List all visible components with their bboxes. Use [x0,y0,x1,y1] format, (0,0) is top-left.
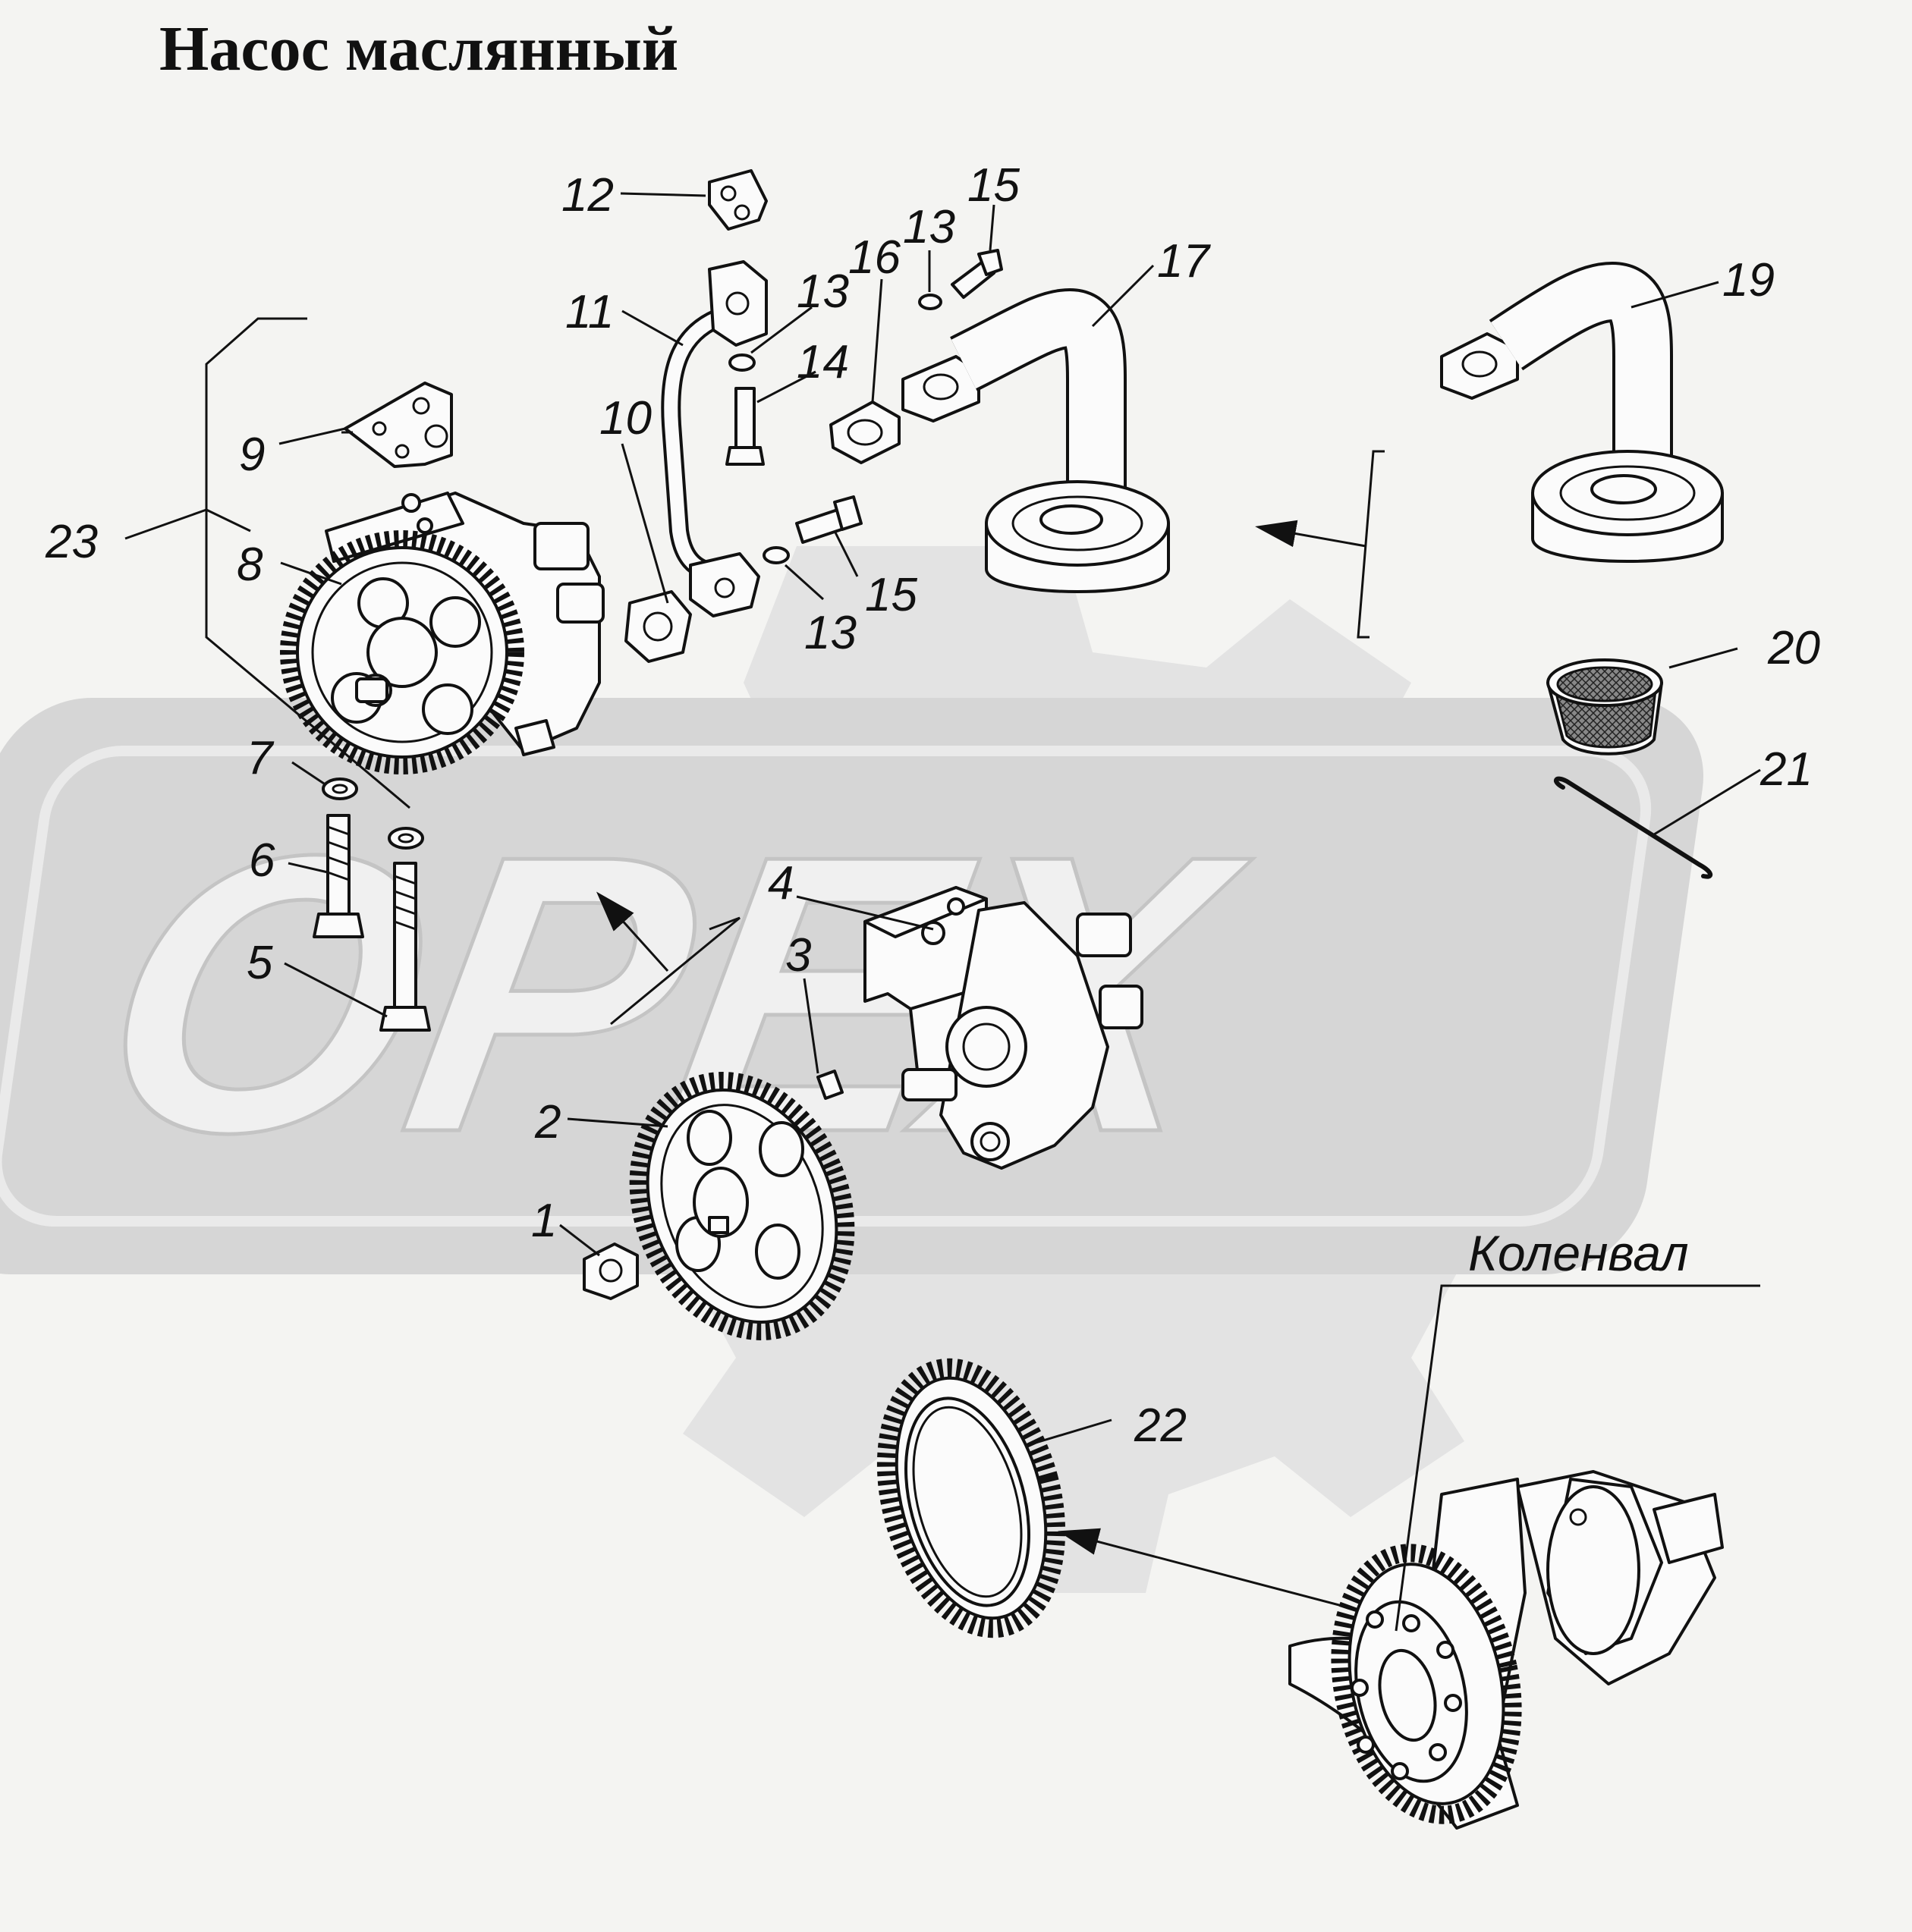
callouts: 1 2 3 4 5 6 7 8 9 10 11 12 13 13 13 14 1… [45,159,1820,1452]
pump-gear-2 [629,1072,855,1340]
callout-12: 12 [561,169,614,221]
callout-13-a: 13 [797,265,849,318]
callout-23: 23 [45,516,98,568]
crank-to-gear-arrow [1058,1528,1351,1610]
callout-8: 8 [237,539,263,591]
callout-3: 3 [785,929,811,982]
bolt-5 [379,862,431,1032]
callout-16: 16 [848,231,901,284]
crankshaft [1288,1470,1724,1830]
pump-drive-gear-8 [280,530,524,774]
watermark: OPEX [0,546,1704,1593]
flange-12 [708,169,768,231]
assembly-23-bracket [124,317,410,809]
crank-gear-22 [876,1358,1066,1638]
callout-15-b: 15 [865,569,917,621]
leader-lines [278,192,1761,1632]
page-title: Насос маслянный [159,14,678,84]
callout-21: 21 [1759,743,1813,796]
washer-13-lower [763,546,790,564]
oil-screen-20 [1546,658,1663,756]
callout-15-a: 15 [967,159,1020,212]
oil-intake-17 [901,287,1170,593]
washer-13-upper [728,353,756,372]
callout-2: 2 [534,1096,561,1148]
washer-5-upper [388,827,424,850]
gasket-10 [624,590,692,663]
callout-13-b: 13 [804,607,857,659]
assembly-direction-arrow [596,891,741,1026]
callout-10: 10 [599,392,652,445]
callout-4: 4 [768,857,794,909]
bolt-14 [725,387,765,466]
replacement-arrow [1255,450,1385,639]
bolt-15-upper [951,249,1003,299]
callout-1: 1 [531,1195,557,1247]
bolt-6 [313,814,364,938]
callout-19: 19 [1722,254,1775,306]
callout-13-c: 13 [903,201,955,253]
pressure-tube-11 [661,260,768,617]
callout-22: 22 [1134,1400,1187,1452]
crankshaft-label: Коленвал [1468,1225,1689,1281]
callout-9: 9 [239,429,265,481]
callout-17: 17 [1157,235,1211,287]
callout-11: 11 [565,286,614,338]
oil-intake-19 [1440,261,1724,563]
oil-pump-4 [863,886,1143,1170]
washer-7 [322,778,358,800]
nut-1 [583,1242,639,1300]
bolt-15-lower [795,495,863,544]
plate-9 [344,382,453,468]
key-3 [816,1070,844,1100]
callout-20: 20 [1767,622,1820,674]
watermark-band [0,698,1704,1274]
washer-13-top [918,294,942,310]
callout-5: 5 [247,937,273,989]
spring-clip-21 [1554,776,1713,879]
gasket-16 [829,401,901,464]
callout-7: 7 [247,732,275,784]
callout-6: 6 [249,834,275,887]
callout-14: 14 [797,336,849,388]
